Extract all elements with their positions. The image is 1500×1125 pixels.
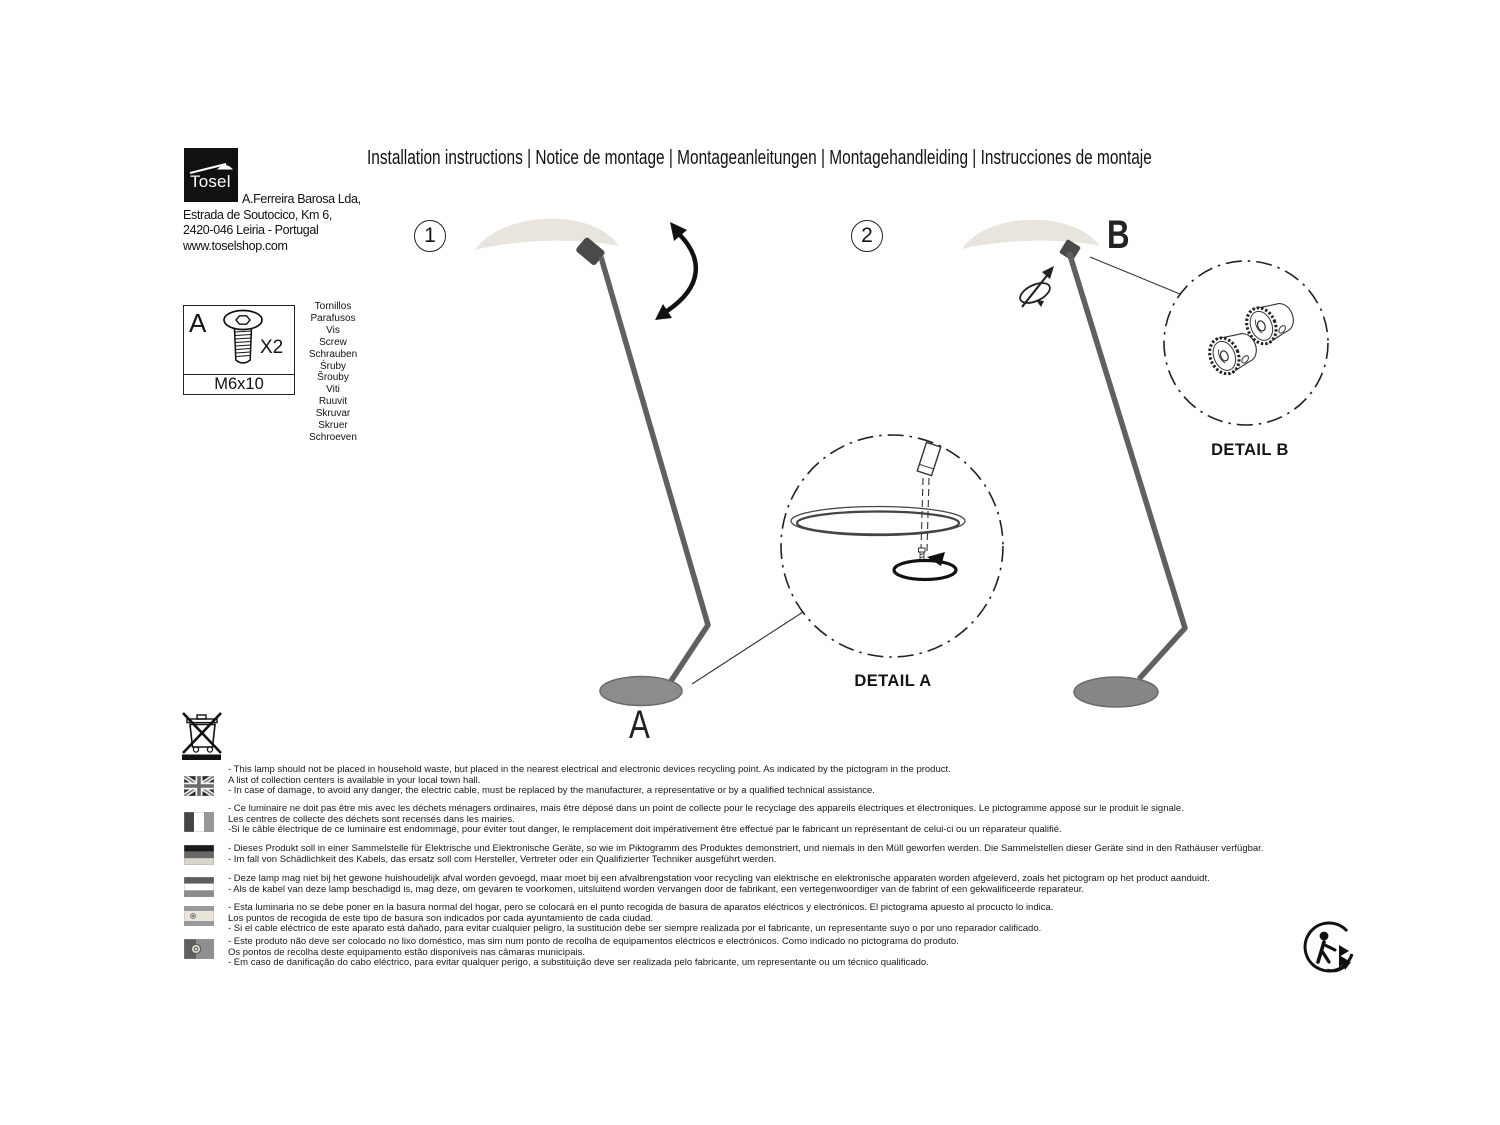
notice-spanish: - Esta luminaria no se debe poner en la … xyxy=(228,902,1054,935)
screw-name: Schrauben xyxy=(308,348,358,360)
detail-b-figure xyxy=(1163,260,1329,426)
notice-english: - This lamp should not be placed in hous… xyxy=(228,764,951,797)
weee-bar xyxy=(182,754,221,760)
portugal-flag-icon xyxy=(184,939,214,959)
shade-label-b: B xyxy=(1107,213,1130,257)
triman-recycling-icon xyxy=(1303,921,1354,973)
screw-mini-icon xyxy=(918,547,926,560)
tosel-logo-lamp-icon xyxy=(189,163,233,174)
notice-line: - In case of damage, to avoid any danger… xyxy=(228,785,875,797)
notice-line: - Deze lamp mag niet bij het gewone huis… xyxy=(228,873,1210,884)
notice-portuguese: - Este produto não deve ser colocado no … xyxy=(228,936,959,969)
screw-icon xyxy=(223,309,263,364)
notice-line: A list of collection centers is availabl… xyxy=(228,774,481,786)
notice-line: -Si le câble électrique de ce luminaire … xyxy=(228,824,1062,836)
screw-rotation-icon xyxy=(1019,266,1054,308)
company-address-line2: 2420-046 Leiria - Portugal xyxy=(183,223,319,237)
step1-lamp-figure xyxy=(475,218,711,707)
detail-b-leader-line xyxy=(1089,256,1181,295)
screw-name: Ruuvit xyxy=(318,396,348,408)
notice-french: - Ce luminaire ne doit pas être mis avec… xyxy=(228,803,1184,836)
notice-german: - Dieses Produkt soll in einer Sammelste… xyxy=(228,843,1264,865)
screw-name: Schroeven xyxy=(309,431,357,443)
notice-line: - Em caso de danificação do cabo eléctri… xyxy=(228,957,929,969)
notice-line: Les centres de collecte des déchets sont… xyxy=(228,813,515,825)
knurled-nut-icon xyxy=(1208,333,1257,376)
notice-line: - Si el cable eléctrico de este aparato … xyxy=(228,923,1042,935)
screw-name: Tornillos xyxy=(314,301,352,312)
parts-box-divider xyxy=(183,374,295,375)
notice-line: - Esta luminaria no se debe poner en la … xyxy=(228,902,1054,913)
spain-flag-icon xyxy=(184,906,214,926)
logo-wordmark: Tosel xyxy=(190,172,231,191)
screw-name: Viti xyxy=(326,384,340,396)
page-title: Installation instructions | Notice de mo… xyxy=(367,147,1152,169)
notice-line: - Als de kabel van deze lamp beschadigd … xyxy=(228,883,1085,895)
step-2-marker: 2 xyxy=(851,220,883,252)
base-label-a: A xyxy=(629,703,650,747)
step2-lamp-figure xyxy=(962,219,1188,708)
screw-size: M6x10 xyxy=(214,375,264,393)
screw-name: Skruer xyxy=(318,420,348,432)
screw-name: Śruby xyxy=(319,360,347,372)
tilt-arrow-icon xyxy=(655,222,699,320)
rotate-arrow-icon xyxy=(892,558,958,582)
screw-names-list: Tornillos Parafusos Vis Screw Schrauben … xyxy=(300,301,366,444)
step-2-number: 2 xyxy=(861,224,873,247)
notice-line: - Im fall von Schädlichkeit des Kabels, … xyxy=(228,853,777,865)
screw-name: Skruvar xyxy=(315,408,351,420)
notice-line: - Este produto não deve ser colocado no … xyxy=(228,936,959,947)
parts-box-letter: A xyxy=(189,308,207,338)
rotate-arrowhead-icon xyxy=(927,552,945,566)
notice-line: - Dieses Produkt soll in einer Sammelste… xyxy=(228,843,1264,854)
notice-line: - This lamp should not be placed in hous… xyxy=(228,764,951,775)
uk-flag-icon xyxy=(184,776,214,796)
notice-line: Os pontos de recolha deste equipamento e… xyxy=(228,946,585,958)
tosel-logo: Tosel xyxy=(184,148,238,202)
netherlands-flag-icon xyxy=(184,877,214,897)
notice-dutch: - Deze lamp mag niet bij het gewone huis… xyxy=(228,873,1210,895)
company-website: www.toselshop.com xyxy=(183,239,288,253)
detail-b-label: DETAIL B xyxy=(1211,441,1289,459)
notice-line: Los puntos de recogida de este tipo de b… xyxy=(228,912,654,924)
detail-a-label: DETAIL A xyxy=(854,672,932,690)
parts-box xyxy=(183,305,295,395)
detail-a-figure xyxy=(780,434,1004,658)
screw-name: Parafusos xyxy=(310,312,356,324)
screw-quantity: X2 xyxy=(260,337,284,358)
knurled-nut-icon xyxy=(1245,303,1294,346)
company-address-line1: Estrada de Soutocico, Km 6, xyxy=(183,208,332,222)
detail-a-leader-line xyxy=(691,611,804,685)
company-name: A.Ferreira Barosa Lda, xyxy=(242,192,361,206)
step-1-marker: 1 xyxy=(414,220,446,252)
screw-name: Screw xyxy=(319,336,347,348)
step-1-number: 1 xyxy=(424,224,436,247)
germany-flag-icon xyxy=(184,845,214,865)
weee-crossed-bin-icon xyxy=(182,712,222,760)
notice-line: - Ce luminaire ne doit pas être mis avec… xyxy=(228,803,1184,814)
france-flag-icon xyxy=(184,812,214,832)
screw-name: Vis xyxy=(326,324,340,336)
screw-name: Šrouby xyxy=(317,372,349,384)
